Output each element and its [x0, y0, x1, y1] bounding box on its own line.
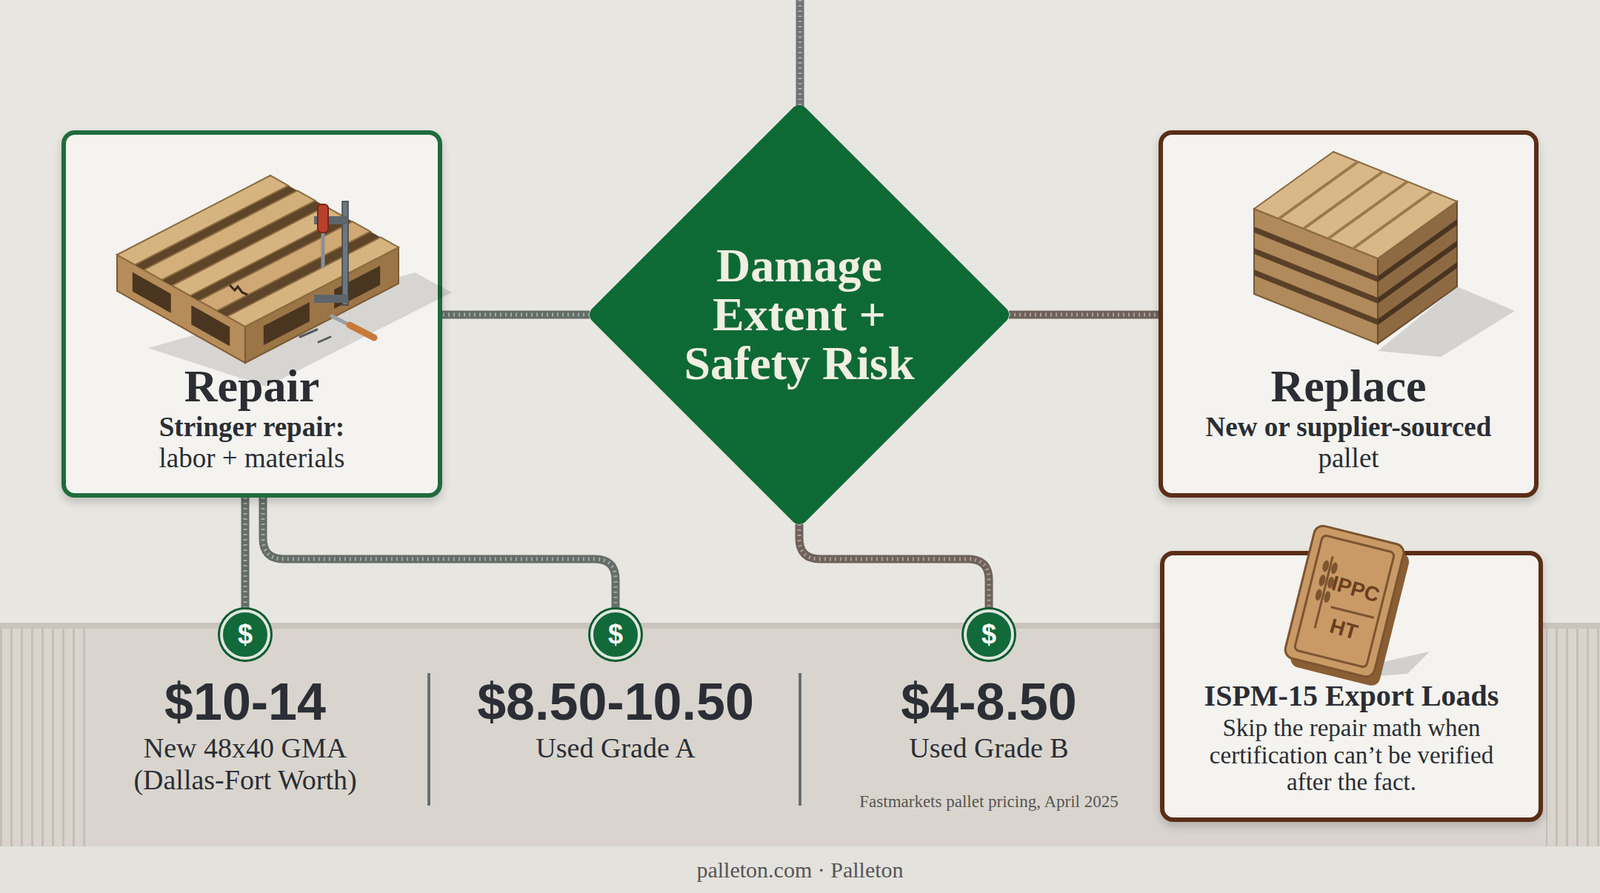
box-subheading: Stringer repair: [65, 411, 438, 443]
box-subheading: New or supplier-sourced [1162, 411, 1535, 443]
pipe-texture [243, 497, 248, 610]
marker-symbol: $ [237, 620, 253, 650]
pipe-texture [1008, 313, 1159, 318]
stamp-text: HT [1327, 614, 1360, 644]
pipe-line [241, 497, 250, 610]
pipe-connector [442, 314, 590, 316]
text-group: $ [981, 620, 997, 650]
divider [427, 673, 431, 806]
pipe-texture [262, 497, 616, 610]
price-note: Used Grade B [862, 732, 1115, 765]
price-marker: $ [220, 609, 271, 660]
feed-pipe [800, 0, 801, 112]
process-box: ReplaceNew or supplier-sourcedpallet [1158, 130, 1539, 498]
price-value: $4-8.50 [900, 672, 1077, 732]
divider [798, 673, 802, 806]
text-group: $ [237, 620, 253, 650]
pipe-connector [1008, 314, 1159, 316]
pipe-line [1008, 311, 1159, 320]
marker-symbol: $ [608, 620, 623, 650]
pipe-connector [245, 497, 246, 610]
pallet-illustration [117, 175, 452, 387]
pallet-stack-illustration [1254, 151, 1515, 358]
diamond-outline [598, 114, 1000, 516]
pipe-line [442, 311, 590, 320]
price-marker: $ [590, 609, 641, 660]
tools-icon [300, 316, 375, 343]
marker-symbol: $ [981, 620, 997, 650]
source-note: Fastmarkets pallet pricing, April 2025 [859, 791, 1118, 813]
band-stripes [0, 628, 87, 847]
box-body: pallet [1162, 442, 1535, 475]
text-group: $ [608, 620, 623, 650]
stamp-text: IPPC [1328, 572, 1382, 608]
stamp-illustration [1281, 524, 1430, 689]
band-stripes [1545, 628, 1600, 847]
pipe-texture [799, 524, 989, 610]
pipe-connector [799, 524, 989, 610]
price-note: Used Grade A [489, 732, 742, 765]
diamond-label: Damage Extent + Safety Risk [669, 241, 929, 389]
note-body: Skip the repair math when certification … [1188, 714, 1515, 797]
pipe-line [262, 497, 616, 610]
clamp-icon [314, 201, 349, 306]
decision-diamond: Damage Extent + Safety Risk [589, 105, 1009, 525]
box-body: labor + materials [65, 442, 438, 475]
pipe-connector [262, 497, 616, 610]
price-note: New 48x40 GMA (Dallas-Fort Worth) [119, 732, 372, 797]
price-marker: $ [963, 609, 1015, 660]
box-heading: Repair [65, 360, 438, 412]
text-group: ReplaceNew or supplier-sourcedpallet [1162, 134, 1535, 475]
price-value: $8.50-10.50 [477, 672, 755, 732]
note-heading: ISPM-15 Export Loads [1164, 677, 1539, 715]
pipe-line [799, 524, 989, 610]
text-group: Damage Extent + Safety Risk [589, 105, 1009, 525]
process-box: RepairStringer repair:labor + materials [61, 130, 443, 498]
pipe-texture [442, 313, 590, 318]
text-group: RepairStringer repair:labor + materials [65, 134, 438, 475]
footer-strip [0, 846, 1600, 893]
box-heading: Replace [1162, 360, 1535, 412]
footer-caption: palleton.com · Palleton [696, 857, 903, 884]
price-value: $10-14 [164, 672, 326, 732]
